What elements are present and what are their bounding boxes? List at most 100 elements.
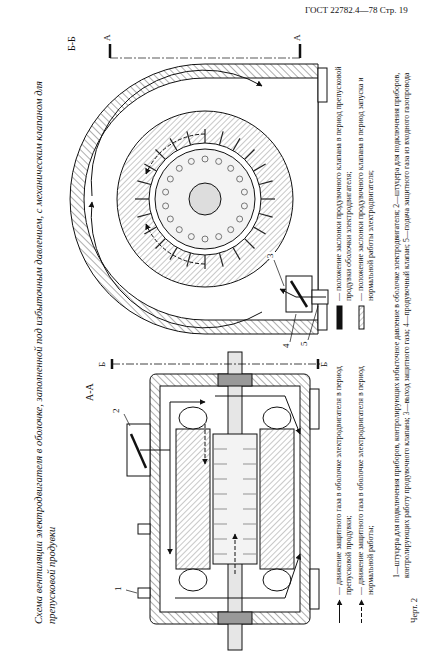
callout-number: 1 <box>114 586 124 593</box>
callout-number: 4 <box>282 343 292 350</box>
section-mark: Б <box>98 361 108 368</box>
end-view-part-part <box>241 189 247 195</box>
callout-number: 5 <box>300 341 310 348</box>
callout-number: 2 <box>112 408 122 415</box>
end-view-part <box>109 44 112 58</box>
end-view-part <box>290 314 296 342</box>
side-view-part-part <box>214 524 227 525</box>
page-header: ГОСТ 22782.4—78 Стр. 19 <box>304 6 409 16</box>
end-view-part <box>146 224 205 264</box>
side-view <box>112 352 322 650</box>
side-view-part <box>170 402 205 450</box>
end-view-part-part <box>167 216 173 222</box>
end-view-part-part <box>187 253 191 267</box>
side-view-part <box>215 396 300 434</box>
end-view-part <box>84 78 318 320</box>
legend-sample <box>357 598 366 624</box>
side-view-part-part <box>243 464 256 465</box>
end-view-part-part <box>228 165 234 171</box>
end-view-part <box>163 156 248 242</box>
end-view-part-part <box>241 203 247 209</box>
end-view-part-part <box>137 181 151 185</box>
side-view-part <box>310 389 319 429</box>
end-view-part <box>308 306 318 340</box>
end-view-part-part <box>228 227 234 233</box>
side-view-part <box>205 424 206 464</box>
side-view-part <box>124 414 130 426</box>
footnote: 1—штуцера для подключения приборов, конт… <box>392 18 411 578</box>
section-mark: Б <box>320 361 330 368</box>
side-view-part-part <box>214 554 227 555</box>
side-view-part-part <box>214 509 227 510</box>
side-view-part-part <box>214 479 227 480</box>
section-name: Б-Б <box>66 35 77 52</box>
end-view-part <box>149 143 261 255</box>
side-view-part-part <box>243 494 256 495</box>
legend-bar <box>337 306 342 329</box>
section-mark: А <box>293 34 303 43</box>
side-view-part <box>317 359 320 369</box>
end-view-part-part <box>253 164 265 171</box>
end-view-part-part <box>219 131 223 145</box>
side-view-part <box>112 364 322 365</box>
legend-text: — положение заслонки продувочного клапан… <box>334 40 353 301</box>
side-view-part <box>218 612 252 624</box>
side-view-part-part <box>243 479 256 480</box>
side-view-part <box>126 590 137 593</box>
end-view-part <box>110 58 300 59</box>
end-view-part-part <box>204 129 205 143</box>
legend-line <box>339 600 340 623</box>
legend-sample <box>357 304 366 330</box>
end-view-part-part <box>188 234 194 240</box>
side-view-part <box>179 569 207 591</box>
legend-entry: — положение заслонки продувочного клапан… <box>356 40 375 330</box>
legend-text: — движение защитного газа в оболочке эле… <box>356 344 375 595</box>
end-view-part-part <box>245 239 255 249</box>
legend-text: — положение заслонки продувочного клапан… <box>356 40 375 301</box>
end-view-part-part <box>137 213 151 217</box>
end-view-part-part <box>237 216 243 222</box>
end-view-part-part <box>237 176 243 182</box>
side-view-part <box>131 434 146 468</box>
side-view-part <box>218 374 252 386</box>
legend-entry: — положение заслонки продувочного клапан… <box>334 40 353 330</box>
side-view-part <box>175 554 300 598</box>
end-view-part-part <box>245 150 255 160</box>
legend-entry: — движение защитного газа в оболочке эле… <box>356 344 375 624</box>
side-view-part <box>260 429 294 569</box>
end-view-part <box>291 281 307 307</box>
end-view-part-part <box>144 227 156 234</box>
end-view-part <box>274 260 284 286</box>
side-view-part-part <box>214 464 227 465</box>
end-view-part-part <box>167 176 173 182</box>
end-view-part <box>135 129 275 269</box>
legend-sample <box>335 304 344 330</box>
legend-text: — движение защитного газа в оболочке эле… <box>334 344 353 595</box>
side-view-part <box>214 449 256 554</box>
end-view-part-part <box>259 213 273 217</box>
side-view-part <box>179 407 207 429</box>
end-view-part-part <box>163 203 169 209</box>
end-view-part-part <box>204 255 205 269</box>
end-view-part-part <box>156 239 166 249</box>
end-view-part <box>146 134 205 174</box>
side-view-part <box>138 524 150 534</box>
side-view-part-part <box>243 449 256 450</box>
end-view-part-part <box>253 227 265 234</box>
side-view-part-part <box>214 449 227 450</box>
end-view-part <box>91 70 262 196</box>
side-view-part-part <box>214 539 227 540</box>
side-view-part <box>213 434 257 564</box>
end-view <box>70 44 328 342</box>
end-view-part-part <box>261 198 275 199</box>
end-view-part-part <box>233 247 240 259</box>
section-mark: А <box>103 34 113 43</box>
legend-sample <box>335 598 344 624</box>
section-name: А-А <box>84 382 95 402</box>
side-view-part-part <box>243 554 256 555</box>
side-view-part <box>140 450 170 554</box>
end-view-part-part <box>144 164 156 171</box>
end-view-part-part <box>202 236 208 242</box>
end-view-part-part <box>202 156 208 162</box>
end-view-part <box>318 68 327 102</box>
